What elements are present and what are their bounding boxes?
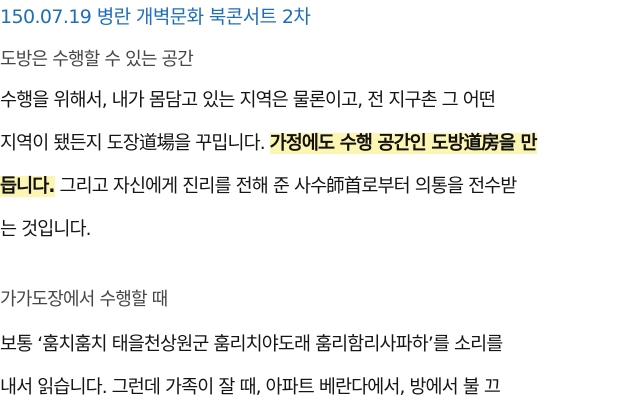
highlighted-text: 듭니다.: [0, 176, 55, 197]
paragraph-line: 수행을 위해서, 내가 몸담고 있는 지역은 물론이고, 전 지구촌 그 어떤: [0, 90, 496, 111]
section-heading-gagadojang: 가가도장에서 수행할 때: [0, 289, 168, 310]
paragraph-line: 는 것입니다.: [0, 219, 91, 240]
section-heading-dobang: 도방은 수행할 수 있는 공간: [0, 49, 194, 70]
paragraph-line: 지역이 됐든지 도장道場을 꾸밉니다. 가정에도 수행 공간인 도방道房을 만: [0, 130, 624, 158]
paragraph-line: 내서 읽습니다. 그런데 가족이 잘 때, 아파트 베란다에서, 방에서 불 끄: [0, 377, 501, 398]
paragraph-line: 보통 ‘훔치훔치 태을천상원군 훔리치야도래 훔리함리사파하’를 소리를: [0, 334, 503, 355]
highlighted-text: 가정에도 수행 공간인 도방道房을 만: [269, 133, 538, 154]
text-span: 지역이 됐든지 도장道場을 꾸밉니다.: [0, 133, 270, 154]
paragraph-line: 듭니다. 그리고 자신에게 진리를 전해 준 사수師首로부터 의통을 전수받: [0, 173, 624, 201]
document-title: 150.07.19 병란 개벽문화 북콘서트 2차: [0, 6, 311, 28]
text-span: 그리고 자신에게 진리를 전해 준 사수師首로부터 의통을 전수받: [54, 176, 517, 197]
